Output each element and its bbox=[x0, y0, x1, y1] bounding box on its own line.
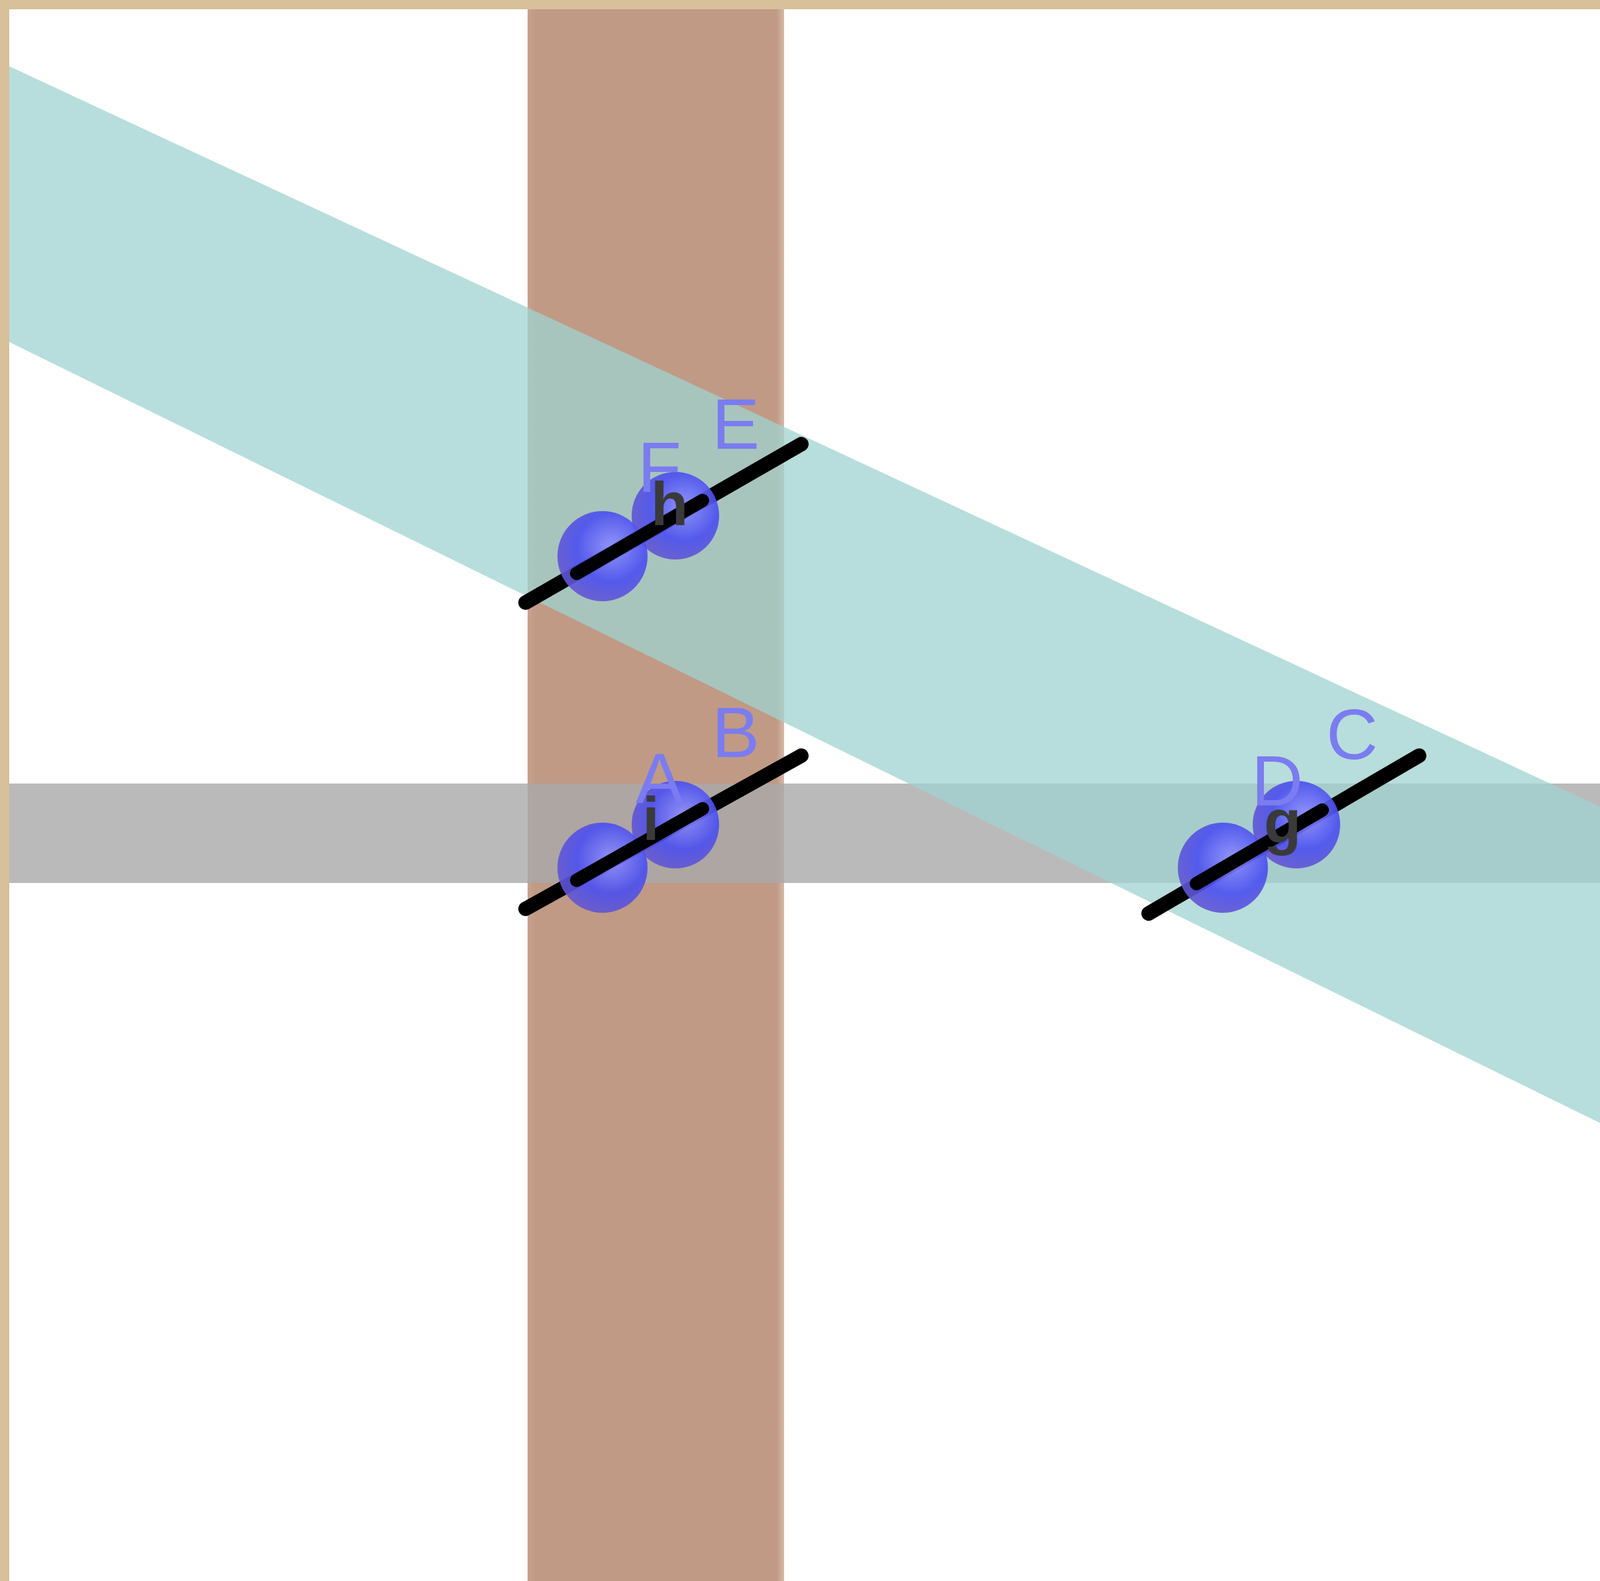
point-label: E bbox=[711, 388, 760, 460]
line-label: g bbox=[1263, 791, 1302, 853]
slanted-plane bbox=[9, 66, 1600, 1123]
canvas bbox=[9, 9, 1600, 1581]
point-label: C bbox=[1326, 698, 1378, 771]
point-label: B bbox=[711, 696, 760, 769]
line-label: h bbox=[650, 473, 688, 535]
line-g-front bbox=[1196, 809, 1323, 884]
line-i-front bbox=[576, 808, 703, 881]
line-label: i bbox=[642, 788, 660, 850]
